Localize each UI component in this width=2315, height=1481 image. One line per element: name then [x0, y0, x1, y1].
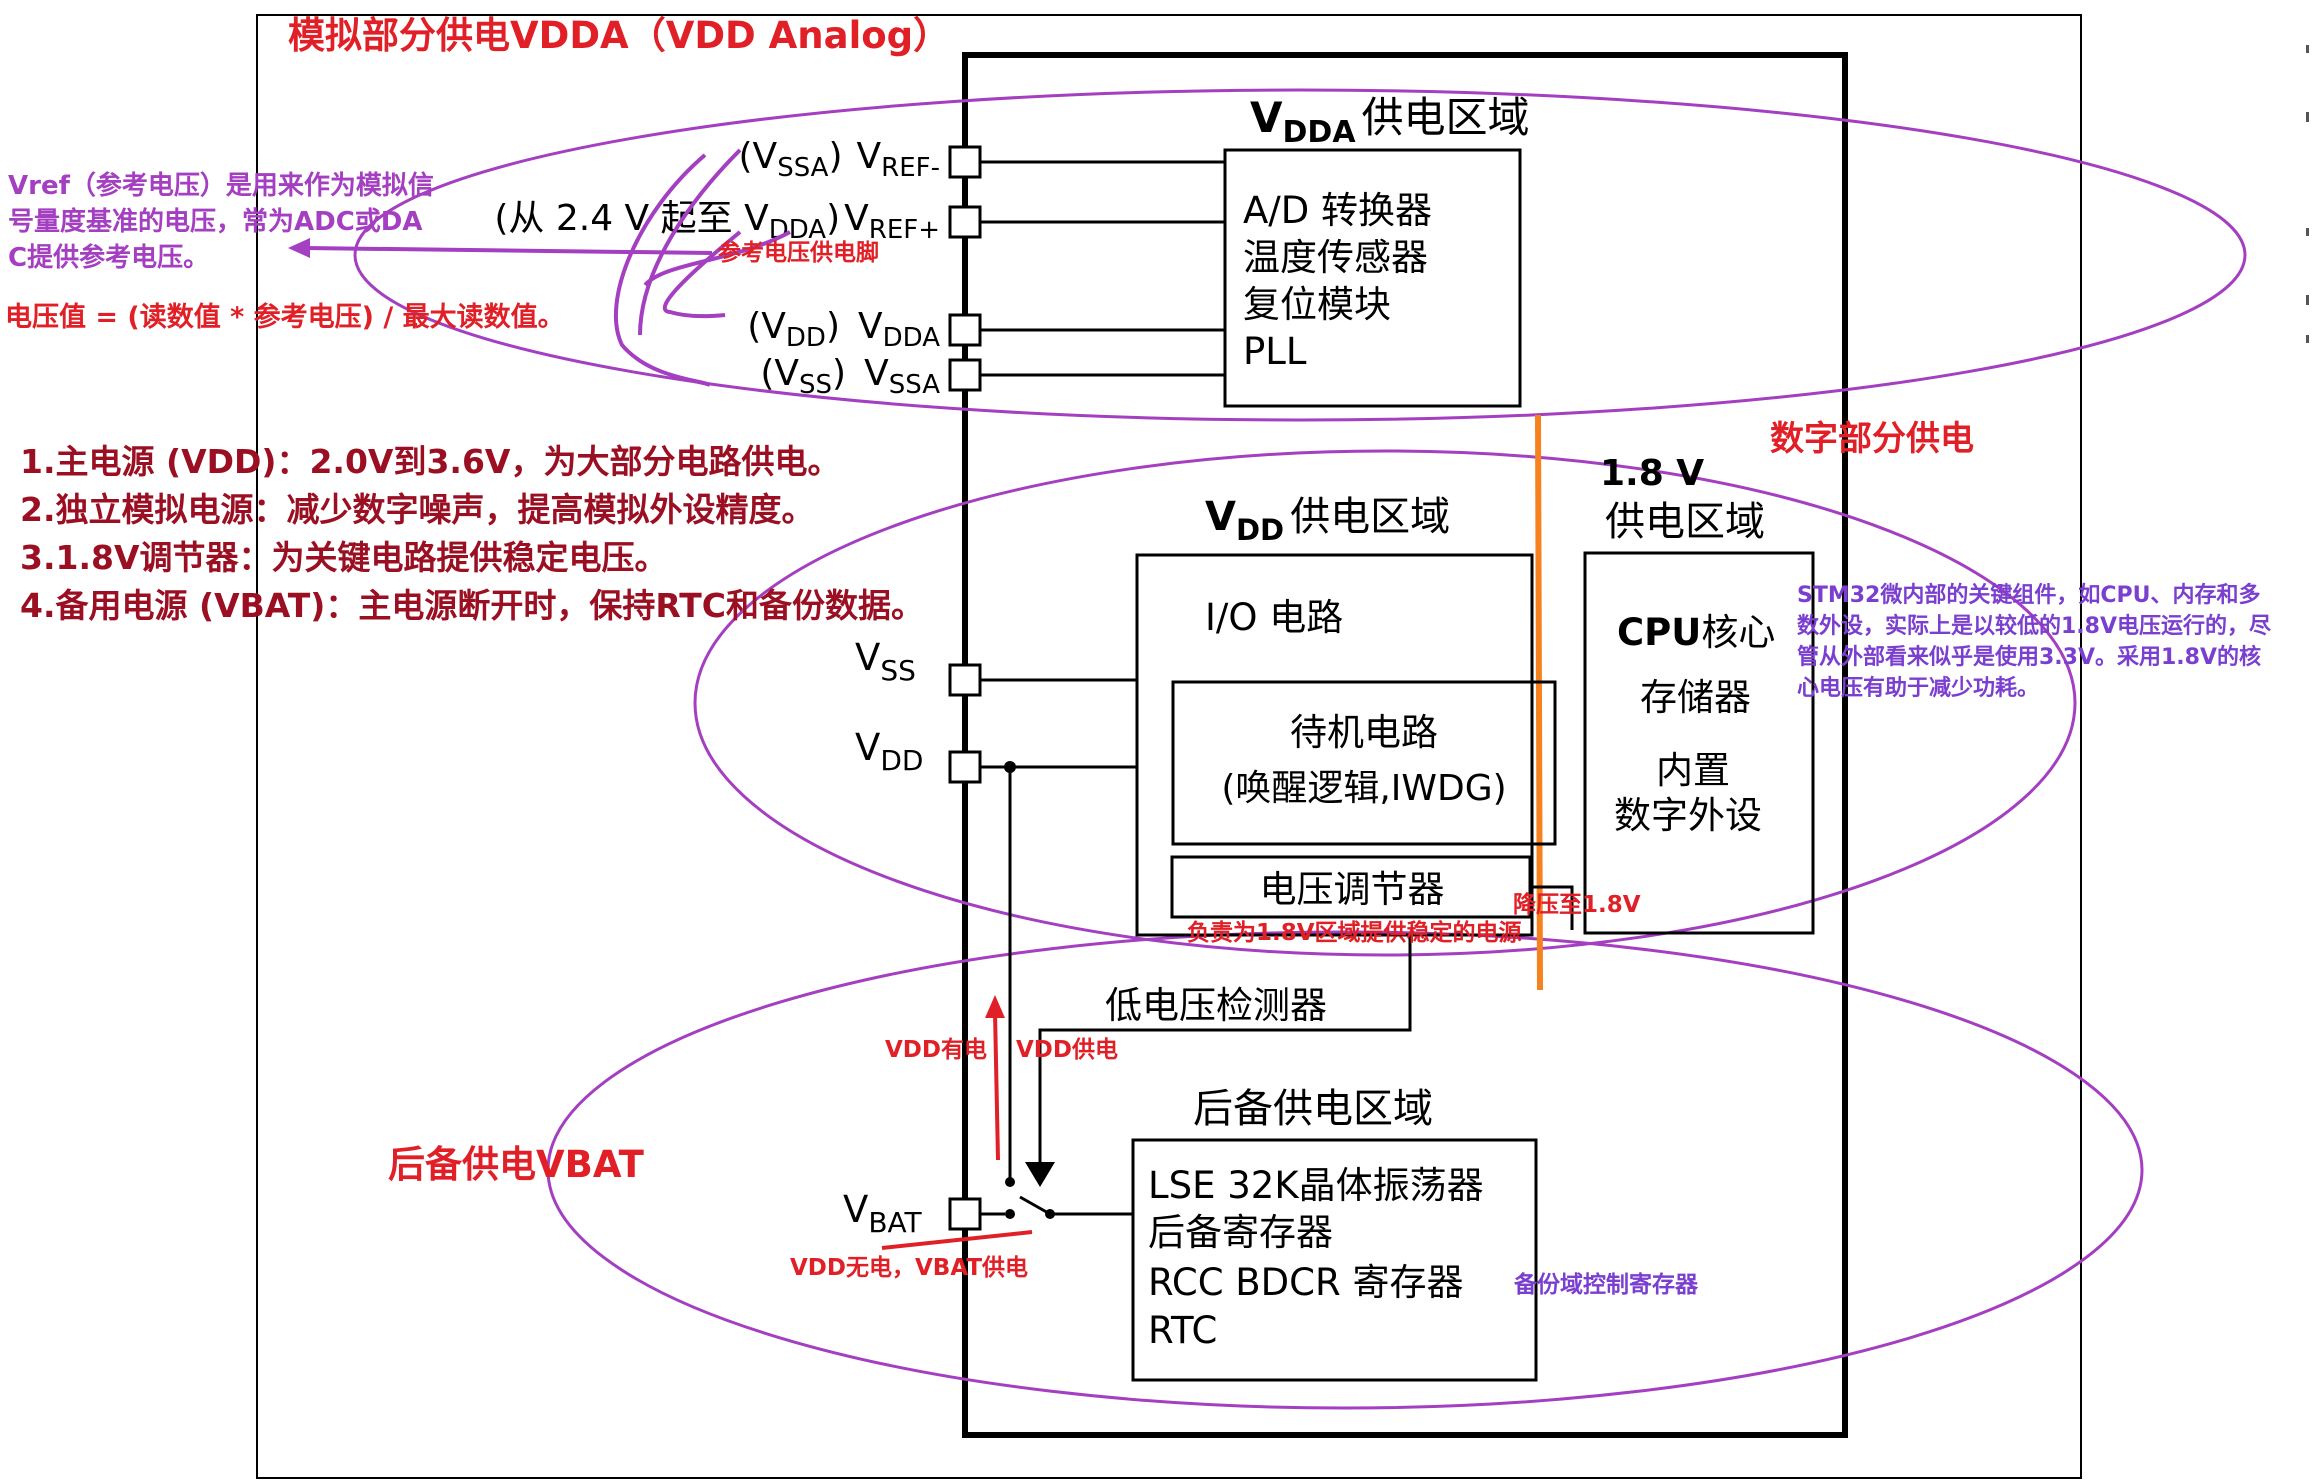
title-backup: 后备供电VBAT: [388, 1143, 645, 1186]
vdda-item-reset: 复位模块: [1243, 283, 1391, 326]
backup-ellipse: [546, 930, 2144, 1410]
pin-label-vss: VSS: [855, 636, 916, 687]
pin-label-vbat: VBAT: [843, 1188, 923, 1239]
regulator-link-wire: [1530, 885, 1574, 930]
pin-label-vrefp: (从 2.4 V 起至 VDDA)VREF+: [494, 198, 940, 245]
vbat-supply-arrow: [881, 1230, 1033, 1250]
vdda-item-pll: PLL: [1243, 330, 1307, 373]
stm32-note-line: STM32微内部的关键组件，如CPU、内存和多: [1797, 583, 2261, 608]
pin-vssa: [948, 358, 982, 392]
lvd-arrow-head: [1025, 1162, 1055, 1187]
switch-contact-vdd: [1005, 1177, 1015, 1187]
standby-sub-label: (唤醒逻辑,IWDG): [1221, 768, 1506, 809]
pin-vdd: [948, 750, 982, 784]
edge-mark: [2306, 295, 2309, 305]
digital-periph-label: 数字外设: [1614, 794, 1762, 837]
note-item-analog-power: 2.独立模拟电源：减少数字噪声，提高模拟外设精度。: [20, 490, 815, 529]
vref-note-line: 号量度基准的电压，常为ADC或DA: [8, 207, 423, 237]
regulator-note: 负责为1.8V区域提供稳定的电源: [1187, 919, 1522, 946]
v18-domain-title-2: 供电区域: [1605, 499, 1765, 545]
memory-label: 存储器: [1640, 676, 1751, 719]
pin-label-vssa-vrefm: (VSSA)VREF-: [739, 136, 940, 183]
regulator-label: 电压调节器: [1260, 868, 1445, 911]
chip-outline: [962, 52, 1848, 1438]
vdd-on-arrow-head: [985, 995, 1005, 1018]
pin-vbat: [948, 1197, 982, 1231]
io-circuit-label: I/O 电路: [1205, 596, 1343, 639]
formula-text: 电压值 = (读数值 * 参考电压) / 最大读数值。: [5, 301, 565, 333]
backup-item-lse: LSE 32K晶体振荡器: [1148, 1164, 1484, 1207]
outer-frame: [256, 14, 2082, 1479]
pin-vss: [948, 663, 982, 697]
edge-mark: [2306, 228, 2309, 236]
vdd-supply-label: VDD供电: [1016, 1036, 1118, 1063]
builtin-label: 内置: [1656, 749, 1730, 792]
vbat-supply-label: VDD无电，VBAT供电: [790, 1254, 1028, 1281]
vref-arrow: [304, 246, 713, 255]
vref-arrow-head: [288, 238, 310, 258]
edge-mark: [2306, 45, 2309, 53]
pin-vref-plus: [948, 205, 982, 239]
title-digital: 数字部分供电: [1770, 419, 1974, 459]
vdda-item-temp-sensor: 温度传感器: [1243, 236, 1428, 279]
stm32-note-line: 数外设，实际上是以较低的1.8V电压运行的，尽: [1797, 614, 2272, 639]
orange-divider: [1535, 414, 1543, 991]
v18-domain-title-1: 1.8 V: [1600, 453, 1704, 494]
vdd-on-arrow: [993, 1011, 1000, 1161]
stm32-note-line: 管从外部看来似乎是使用3.3V。采用1.8V的核: [1797, 645, 2261, 670]
backup-block: [1131, 1138, 1538, 1382]
note-item-regulator: 3.1.8V调节器：为关键电路提供稳定电压。: [20, 538, 668, 577]
bdcr-note: 备份域控制寄存器: [1513, 1271, 1699, 1298]
backup-item-rtc: RTC: [1148, 1309, 1217, 1352]
edge-mark: [2306, 335, 2309, 343]
stm32-note-line: 心电压有助于减少功耗。: [1797, 676, 2040, 701]
cpu-core-label: CPU核心: [1617, 611, 1775, 654]
vdd-on-label: VDD有电: [885, 1036, 987, 1063]
standby-block: [1171, 680, 1557, 846]
backup-item-rcc-bdcr: RCC BDCR 寄存器: [1148, 1261, 1463, 1304]
power-notes-list: 1.主电源 (VDD)：2.0V到3.6V，为大部分电路供电。 2.独立模拟电源…: [20, 438, 924, 630]
link-curve-vrefp-note: [643, 230, 791, 287]
pin-vdda: [948, 313, 982, 347]
link-curve-vref-vssa: [613, 153, 711, 387]
standby-label: 待机电路: [1290, 711, 1438, 754]
vref-note: Vref（参考电压）是用来作为模拟信 号量度基准的电压，常为ADC或DA C提供…: [8, 168, 434, 276]
pin-vref-minus: [948, 145, 982, 179]
backup-domain-title: 后备供电区域: [1193, 1086, 1433, 1132]
edge-mark: [2306, 112, 2309, 122]
vdda-item-adc: A/D 转换器: [1243, 189, 1432, 232]
pin-label-vssa: (VSS)VSSA: [760, 353, 940, 400]
lvd-wire: [1038, 935, 1412, 1163]
pin-label-vdda: (VDD)VDDA: [747, 306, 940, 353]
vref-note-line: C提供参考电压。: [8, 243, 210, 273]
switch-contact-vbat: [1005, 1209, 1015, 1219]
vref-note-line: Vref（参考电压）是用来作为模拟信: [8, 171, 434, 201]
backup-item-bkp-reg: 后备寄存器: [1148, 1211, 1333, 1254]
title-analog: 模拟部分供电VDDA（VDD Analog）: [288, 14, 950, 57]
digital-ellipse: [693, 449, 2077, 957]
link-curve-vref-vdda: [638, 148, 742, 336]
note-item-backup-power: 4.备用电源 (VBAT)：主电源断开时，保持RTC和备份数据。: [20, 586, 924, 625]
switch-lever: [1019, 1195, 1051, 1216]
lvd-label: 低电压检测器: [1105, 984, 1327, 1027]
vdd-block: [1135, 553, 1534, 937]
vdda-block: [1223, 148, 1522, 408]
ref-pin-label: 参考电压供电脚: [718, 239, 879, 266]
note-item-main-power: 1.主电源 (VDD)：2.0V到3.6V，为大部分电路供电。: [20, 442, 841, 481]
stm32-core-note: STM32微内部的关键组件，如CPU、内存和多 数外设，实际上是以较低的1.8V…: [1797, 580, 2271, 704]
step-down-label: 降压至1.8V: [1513, 892, 1641, 918]
analog-ellipse: [353, 88, 2247, 422]
pin-label-vdd: VDD: [855, 726, 923, 777]
v18-block: [1583, 551, 1815, 935]
